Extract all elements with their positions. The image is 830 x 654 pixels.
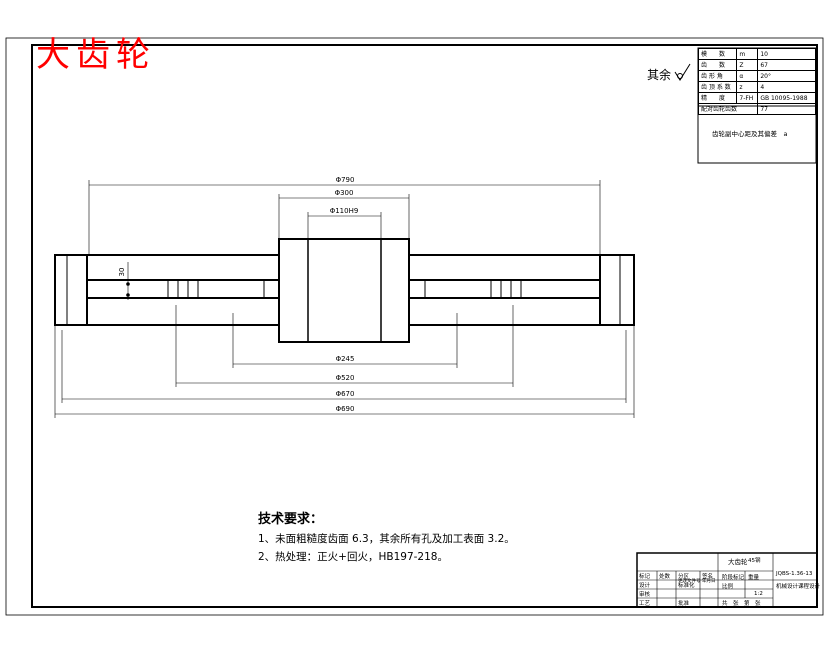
param-value: 4 [757, 81, 816, 93]
table-row: 模 数 m 10 [697, 48, 816, 60]
param-value: 20° [757, 70, 816, 82]
param-value: GB 10095-1988 [757, 92, 816, 104]
roughness-note: 其余 [647, 68, 672, 82]
param-symbol: Z [736, 59, 759, 71]
tb-process: 工艺 [639, 601, 651, 607]
tb-date: 年月日 [702, 579, 716, 584]
table-row: 配对齿轮齿数 77 [697, 103, 816, 115]
param-name: 齿 数 [697, 59, 738, 71]
dim-hub-inner-diameter: Φ245 [336, 355, 355, 363]
param-name: 精 度 [697, 92, 738, 104]
tech-requirement-2: 2、热处理：正火+回火，HB197-218。 [258, 551, 448, 563]
drawing-number: JQBS-1.36-13 [776, 571, 813, 577]
dim-rim-outer-diameter: Φ690 [336, 405, 355, 413]
param-name: 齿 形 角 [697, 70, 738, 82]
dim-rim-inner-diameter: Φ670 [336, 390, 355, 398]
tb-change-doc: 更改文件号 [678, 579, 701, 584]
ratio-label: 比例 [722, 584, 734, 590]
param-name: 齿 顶 系 数 [697, 81, 738, 93]
roughness-symbol-icon [674, 63, 691, 81]
school-name: 机械设计课程设计 [776, 584, 821, 590]
inner-frame [31, 44, 818, 608]
param-name: 配对齿轮齿数 [697, 103, 759, 115]
tb-zone: 分区 [678, 574, 690, 580]
table-row: 精 度 7-FH GB 10095-1988 [697, 92, 816, 104]
tech-requirements-title: 技术要求： [258, 512, 324, 527]
table-row: 齿 数 Z 67 [697, 59, 816, 71]
tech-requirement-1: 1、未面粗糙度齿面 6.3，其余所有孔及加工表面 3.2。 [258, 533, 515, 545]
dim-outer-diameter: Φ790 [336, 176, 355, 184]
dim-web-hole-diameter: Φ520 [336, 374, 355, 382]
sheet-count: 共 张 第 张 [722, 601, 761, 607]
tb-approve: 批准 [678, 601, 690, 607]
part-name: 大齿轮 [728, 558, 748, 566]
outer-border [5, 37, 824, 616]
material: 45钢 [748, 558, 761, 564]
gear-section-view [54, 238, 635, 343]
param-symbol: z [736, 81, 759, 93]
dimension-lines [54, 180, 635, 418]
dim-hub-diameter: Φ300 [335, 189, 354, 197]
param-value: 77 [757, 103, 816, 115]
param-name: 模 数 [697, 48, 738, 60]
weight-label: 重量 [748, 575, 760, 581]
param-value: 10 [757, 48, 816, 60]
tb-design: 设计 [639, 583, 651, 589]
tb-mark: 标记 [639, 574, 651, 580]
stage-mark: 阶段标记 [722, 575, 745, 581]
param-table: 模 数 m 10 齿 数 Z 67 齿 形 角 α 20° 齿 顶 系 数 z … [697, 48, 816, 115]
dim-bore-diameter: Φ110H9 [330, 207, 359, 215]
scale: 1:2 [754, 591, 763, 597]
param-symbol: 7-FH [736, 92, 759, 104]
param-symbol: m [736, 48, 759, 60]
tb-sign: 签名 [702, 574, 714, 580]
stamp-title: 大齿轮 [36, 35, 156, 75]
dim-web-thickness: 30 [118, 268, 126, 277]
tb-review: 审核 [639, 592, 651, 598]
tb-count: 处数 [659, 574, 671, 580]
param-value: 67 [757, 59, 816, 71]
table-row: 齿 形 角 α 20° [697, 70, 816, 82]
param-note: 齿轮副中心距及其偏差 a [712, 130, 788, 138]
tb-standard: 标准化 [678, 583, 695, 589]
table-row: 齿 顶 系 数 z 4 [697, 81, 816, 93]
param-symbol: α [736, 70, 759, 82]
